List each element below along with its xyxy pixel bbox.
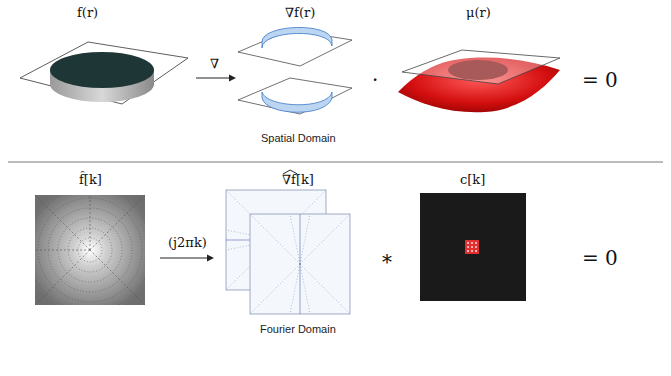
operator-symbol: * — [382, 251, 392, 273]
kernel-dots — [467, 242, 477, 252]
symbol-label: f̂[k] — [79, 173, 102, 187]
equation-rhs: = 0 — [582, 69, 618, 91]
symbol-label: f(r) — [77, 6, 98, 20]
arrow-line — [196, 77, 232, 78]
spectrum-image — [35, 195, 145, 305]
gradient-ring — [262, 27, 332, 48]
symbol-label: c[k] — [460, 173, 485, 187]
operator-label: ∇ — [210, 57, 219, 71]
operator-label: (j2πk) — [168, 236, 207, 250]
operator-symbol: · — [372, 69, 378, 91]
spectrum-pattern — [250, 214, 350, 314]
symbol-label: ∇f[k] — [282, 173, 314, 187]
section-label: Spatial Domain — [261, 132, 336, 144]
plane — [402, 50, 560, 84]
arrowhead — [229, 75, 236, 82]
gradient-ring — [262, 92, 332, 112]
plane — [238, 78, 352, 114]
spectrum-image — [250, 214, 350, 314]
kernel-support — [465, 240, 479, 254]
symbol-label: μ(r) — [466, 6, 491, 20]
plane — [20, 42, 188, 104]
divider — [8, 162, 663, 163]
plane — [238, 30, 352, 66]
symbol-label: ∇f(r) — [285, 6, 315, 20]
equation-rhs: = 0 — [582, 247, 618, 269]
section-label: Fourier Domain — [260, 323, 336, 335]
arrowhead — [207, 255, 214, 262]
cylinder-top — [50, 52, 154, 88]
kernel-image — [420, 193, 526, 301]
spectrum-pattern — [35, 195, 145, 305]
arrow-line — [160, 257, 210, 258]
